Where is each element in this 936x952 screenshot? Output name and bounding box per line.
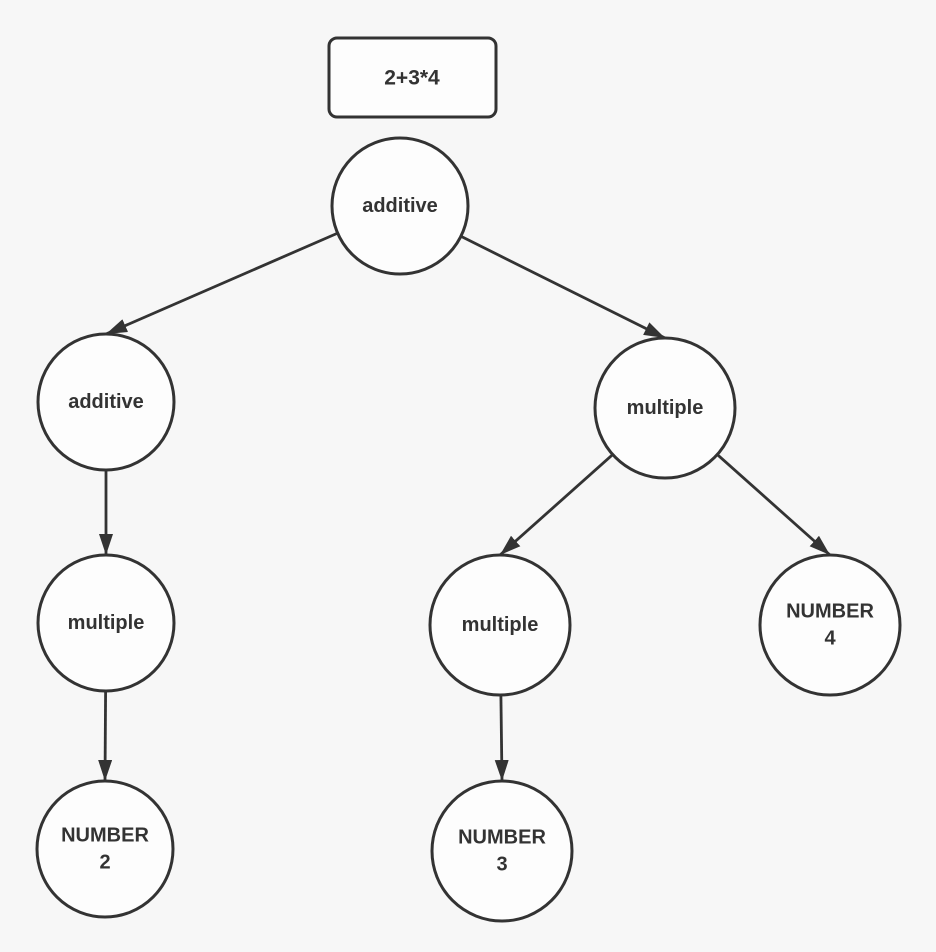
tree-node-circle <box>35 779 175 919</box>
tree-node-layer: additive additive multiple multiple multiple… <box>35 136 902 923</box>
tree-edge-multiple-left-to-number-2 <box>98 690 113 782</box>
tree-node-additive-left: additive <box>36 332 176 472</box>
tree-node-circle <box>36 332 176 472</box>
tree-edge-multiple-right-to-number-4 <box>716 453 831 557</box>
tree-node-circle <box>758 553 902 697</box>
tree-node-circle <box>428 553 572 697</box>
tree-node-circle <box>36 553 176 693</box>
tree-node-circle <box>430 779 574 923</box>
tree-node-multiple-left: multiple <box>36 553 176 693</box>
tree-node-multiple-right: multiple <box>593 336 737 480</box>
tree-node-additive-root: additive <box>330 136 470 276</box>
tree-node-label: additive <box>68 391 144 413</box>
tree-node-label: multiple <box>627 397 704 419</box>
expression-box: 2+3*4 <box>327 36 498 119</box>
tree-node-circle <box>593 336 737 480</box>
expression-box-rect <box>327 36 498 119</box>
tree-edge-additive-root-to-additive-left <box>105 231 339 336</box>
tree-node-label: multiple <box>462 614 539 636</box>
tree-edge-multiple-mid-to-number-3 <box>494 694 509 782</box>
tree-node-multiple-mid: multiple <box>428 553 572 697</box>
tree-node-label: multiple <box>68 612 145 634</box>
tree-node-circle <box>330 136 470 276</box>
tree-node-label: additive <box>362 195 438 217</box>
tree-edge-layer <box>98 231 831 782</box>
tree-edge-additive-root-to-multiple-right <box>460 235 666 340</box>
tree-edge-multiple-right-to-multiple-mid <box>499 453 614 557</box>
expression-label: 2+3*4 <box>384 67 440 90</box>
